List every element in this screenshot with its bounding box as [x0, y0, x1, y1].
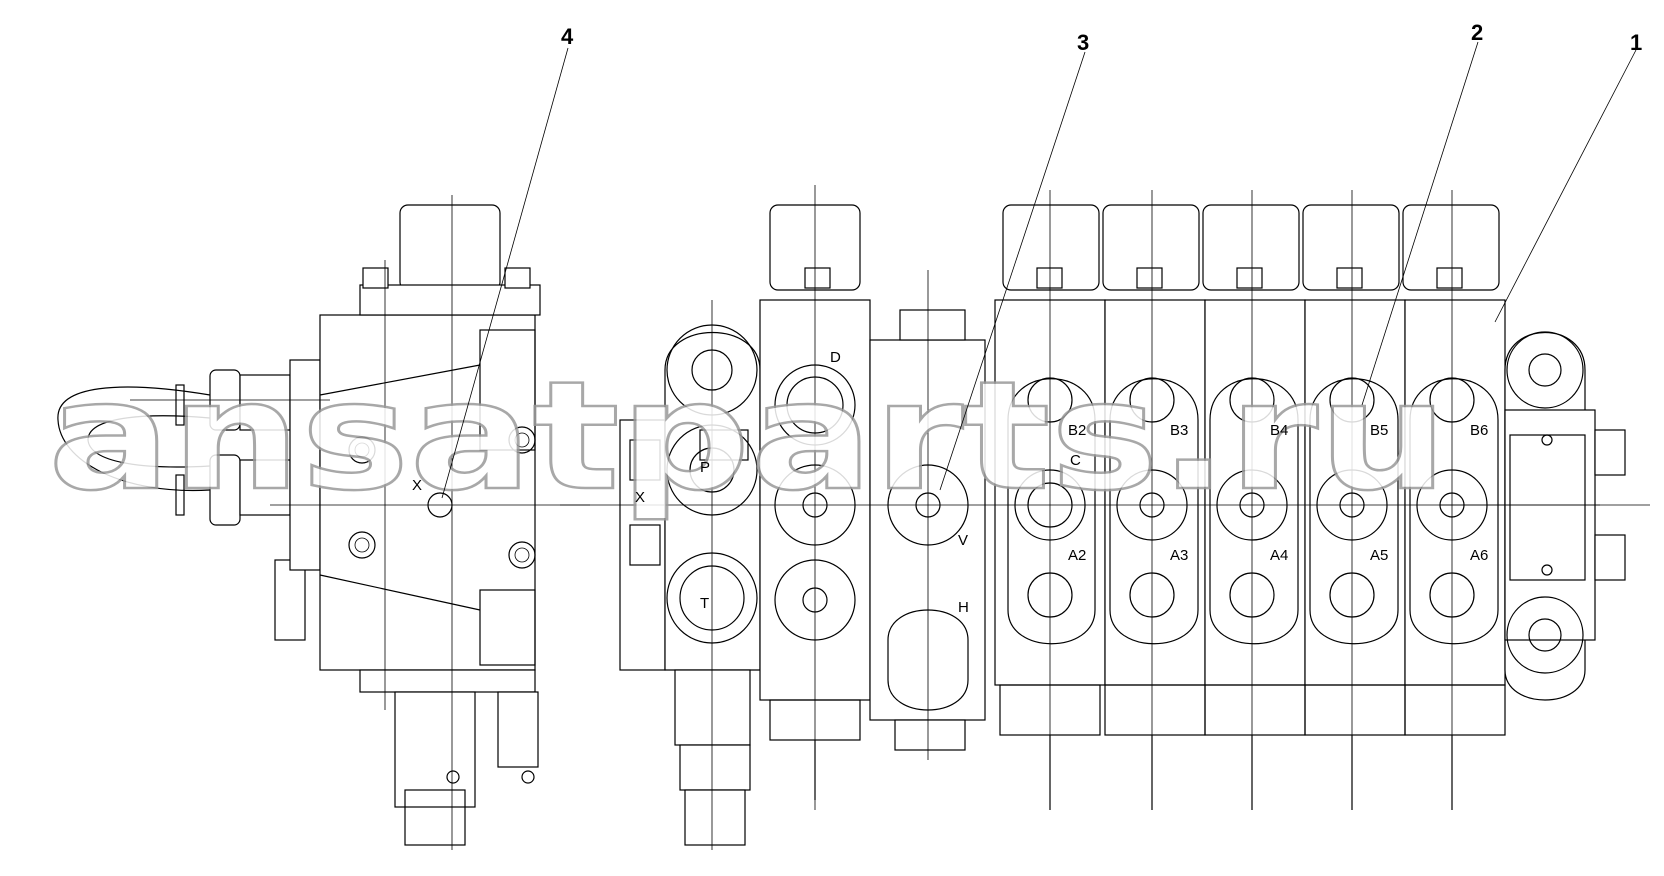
port-label-x-mid: X [635, 489, 645, 506]
port-label-t: T [700, 595, 709, 612]
port-label-a3: A3 [1170, 547, 1188, 564]
left-control-unit [57, 195, 590, 850]
port-label-d: D [830, 349, 841, 366]
callout-4: 4 [561, 24, 574, 49]
port-label-a5: A5 [1370, 547, 1388, 564]
leader-line-4 [441, 47, 569, 499]
callout-1: 1 [1630, 30, 1642, 55]
callout-2: 2 [1471, 20, 1483, 45]
port-label-c: C [1070, 452, 1081, 469]
port-label-b2: B2 [1068, 422, 1086, 439]
leader-line-1 [1494, 49, 1637, 323]
section-d [759, 185, 871, 810]
port-labels: X X P T D V H C B2 B3 B4 B5 B6 A2 A3 A4 … [412, 349, 1488, 616]
section-vh [869, 270, 986, 760]
port-label-a6: A6 [1470, 547, 1488, 564]
end-plate [1440, 331, 1650, 701]
leader-line-3 [939, 51, 1086, 491]
port-label-b4: B4 [1270, 422, 1288, 439]
callout-3: 3 [1077, 30, 1089, 55]
port-label-b5: B5 [1370, 422, 1388, 439]
port-label-b3: B3 [1170, 422, 1188, 439]
leader-line-2 [1361, 41, 1479, 406]
port-label-x-left: X [412, 477, 422, 494]
callouts: 4 3 2 1 [441, 20, 1642, 499]
port-label-v: V [958, 532, 968, 549]
watermark-text: ansatparts.ru [48, 350, 1448, 524]
port-label-a4: A4 [1270, 547, 1288, 564]
inlet-section [619, 300, 761, 850]
port-label-a2: A2 [1068, 547, 1086, 564]
port-label-b6: B6 [1470, 422, 1488, 439]
port-label-p: P [700, 459, 710, 476]
port-label-h: H [958, 599, 969, 616]
